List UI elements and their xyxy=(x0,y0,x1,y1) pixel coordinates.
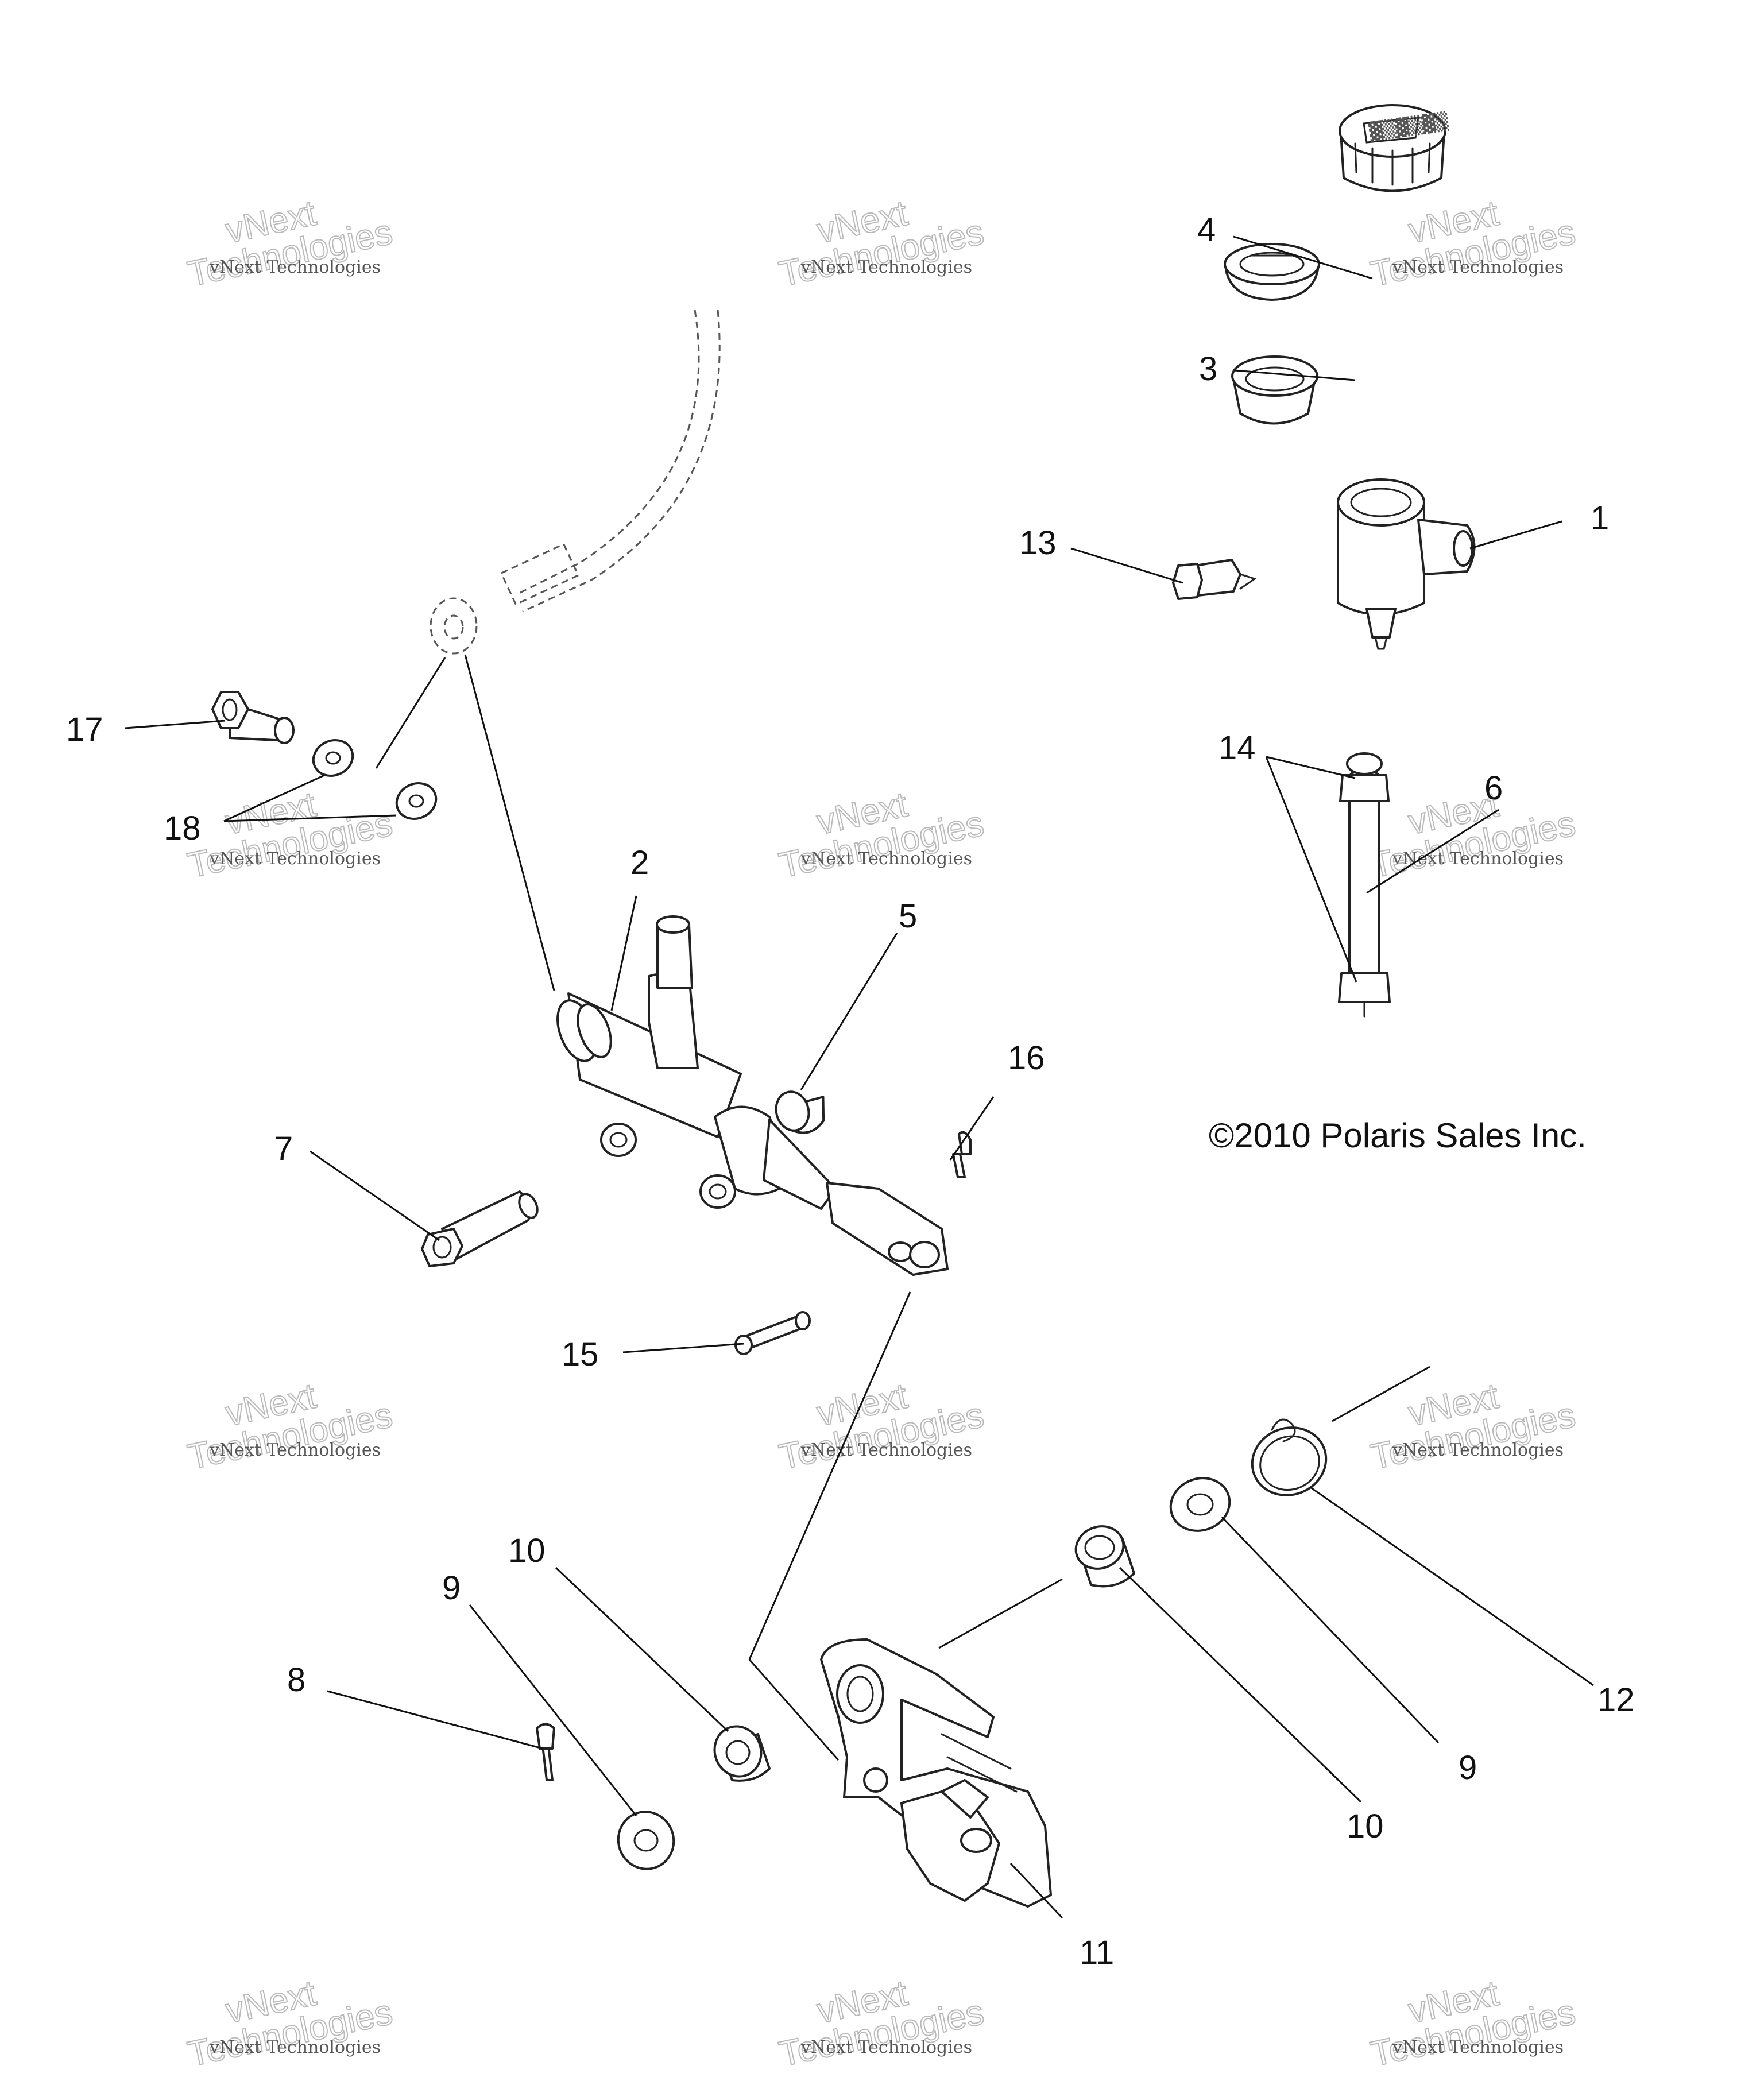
watermark-label: vNext Technologies xyxy=(1392,849,1564,869)
watermark-label: vNext Technologies xyxy=(209,257,381,277)
pedal-cotter-pin xyxy=(536,1723,555,1781)
watermark-label: vNext Technologies xyxy=(800,2037,972,2057)
callout-5: 5 xyxy=(899,898,917,935)
callout-12: 12 xyxy=(1597,1681,1635,1719)
callout-10-left: 10 xyxy=(508,1532,546,1569)
reservoir-screw xyxy=(1172,559,1257,600)
reservoir-hose xyxy=(1338,752,1391,1018)
callout-9-right: 9 xyxy=(1459,1749,1477,1786)
return-spring xyxy=(1251,1418,1328,1496)
watermark-label: vNext Technologies xyxy=(209,2037,381,2057)
clevis-pin xyxy=(734,1311,811,1355)
pedal-washer xyxy=(617,1811,675,1870)
master-cylinder xyxy=(556,915,949,1276)
pedal-bushing xyxy=(1074,1525,1135,1588)
watermark-label: vNext Technologies xyxy=(1392,257,1564,277)
watermark-label: vNext Technologies xyxy=(209,849,381,869)
pedal-washer xyxy=(1169,1477,1231,1532)
cotter-pin xyxy=(952,1131,972,1178)
callout-labels: 1 2 3 4 5 6 7 8 9 9 10 10 11 12 13 14 15… xyxy=(66,211,1635,1971)
reservoir-cap: ▓▒▓▒▓▒ xyxy=(1339,104,1449,192)
callout-15: 15 xyxy=(562,1336,599,1373)
watermark-label: vNext Technologies xyxy=(1392,2037,1564,2057)
watermark-label: vNext Technologies xyxy=(800,257,972,277)
pedal-bushing xyxy=(713,1725,771,1782)
reservoir-grommet xyxy=(775,1090,825,1134)
sealing-washer xyxy=(312,739,354,777)
callout-11: 11 xyxy=(1080,1934,1114,1971)
callout-1: 1 xyxy=(1591,500,1609,537)
leader-lines xyxy=(125,235,1594,1919)
watermark-label: vNext Technologies xyxy=(800,849,972,869)
mounting-bolt xyxy=(421,1190,539,1267)
callout-4: 4 xyxy=(1197,211,1216,249)
callout-2: 2 xyxy=(630,844,649,881)
callout-17: 17 xyxy=(66,711,103,748)
callout-9-left: 9 xyxy=(442,1569,461,1607)
callout-8: 8 xyxy=(287,1661,305,1699)
brake-line xyxy=(430,310,721,655)
brake-pedal xyxy=(820,1638,1052,1908)
callout-10-right: 10 xyxy=(1347,1808,1384,1845)
watermark-label: vNext Technologies xyxy=(800,1440,972,1460)
callout-16: 16 xyxy=(1008,1039,1045,1077)
watermark-label: vNext Technologies xyxy=(1392,1440,1564,1460)
callout-3: 3 xyxy=(1199,350,1217,388)
sealing-washer xyxy=(395,782,438,820)
callout-18: 18 xyxy=(164,810,201,847)
callout-13: 13 xyxy=(1019,524,1057,562)
watermark-label: vNext Technologies xyxy=(209,1440,381,1460)
diaphragm-plate xyxy=(1231,355,1318,425)
callout-6: 6 xyxy=(1484,769,1503,807)
reservoir-diaphragm xyxy=(1224,243,1320,301)
copyright-notice: ©2010 Polaris Sales Inc. xyxy=(1209,1116,1587,1155)
callout-7: 7 xyxy=(274,1130,293,1167)
banjo-bolt xyxy=(211,691,295,744)
fluid-reservoir xyxy=(1337,478,1476,650)
callout-14: 14 xyxy=(1218,729,1256,767)
